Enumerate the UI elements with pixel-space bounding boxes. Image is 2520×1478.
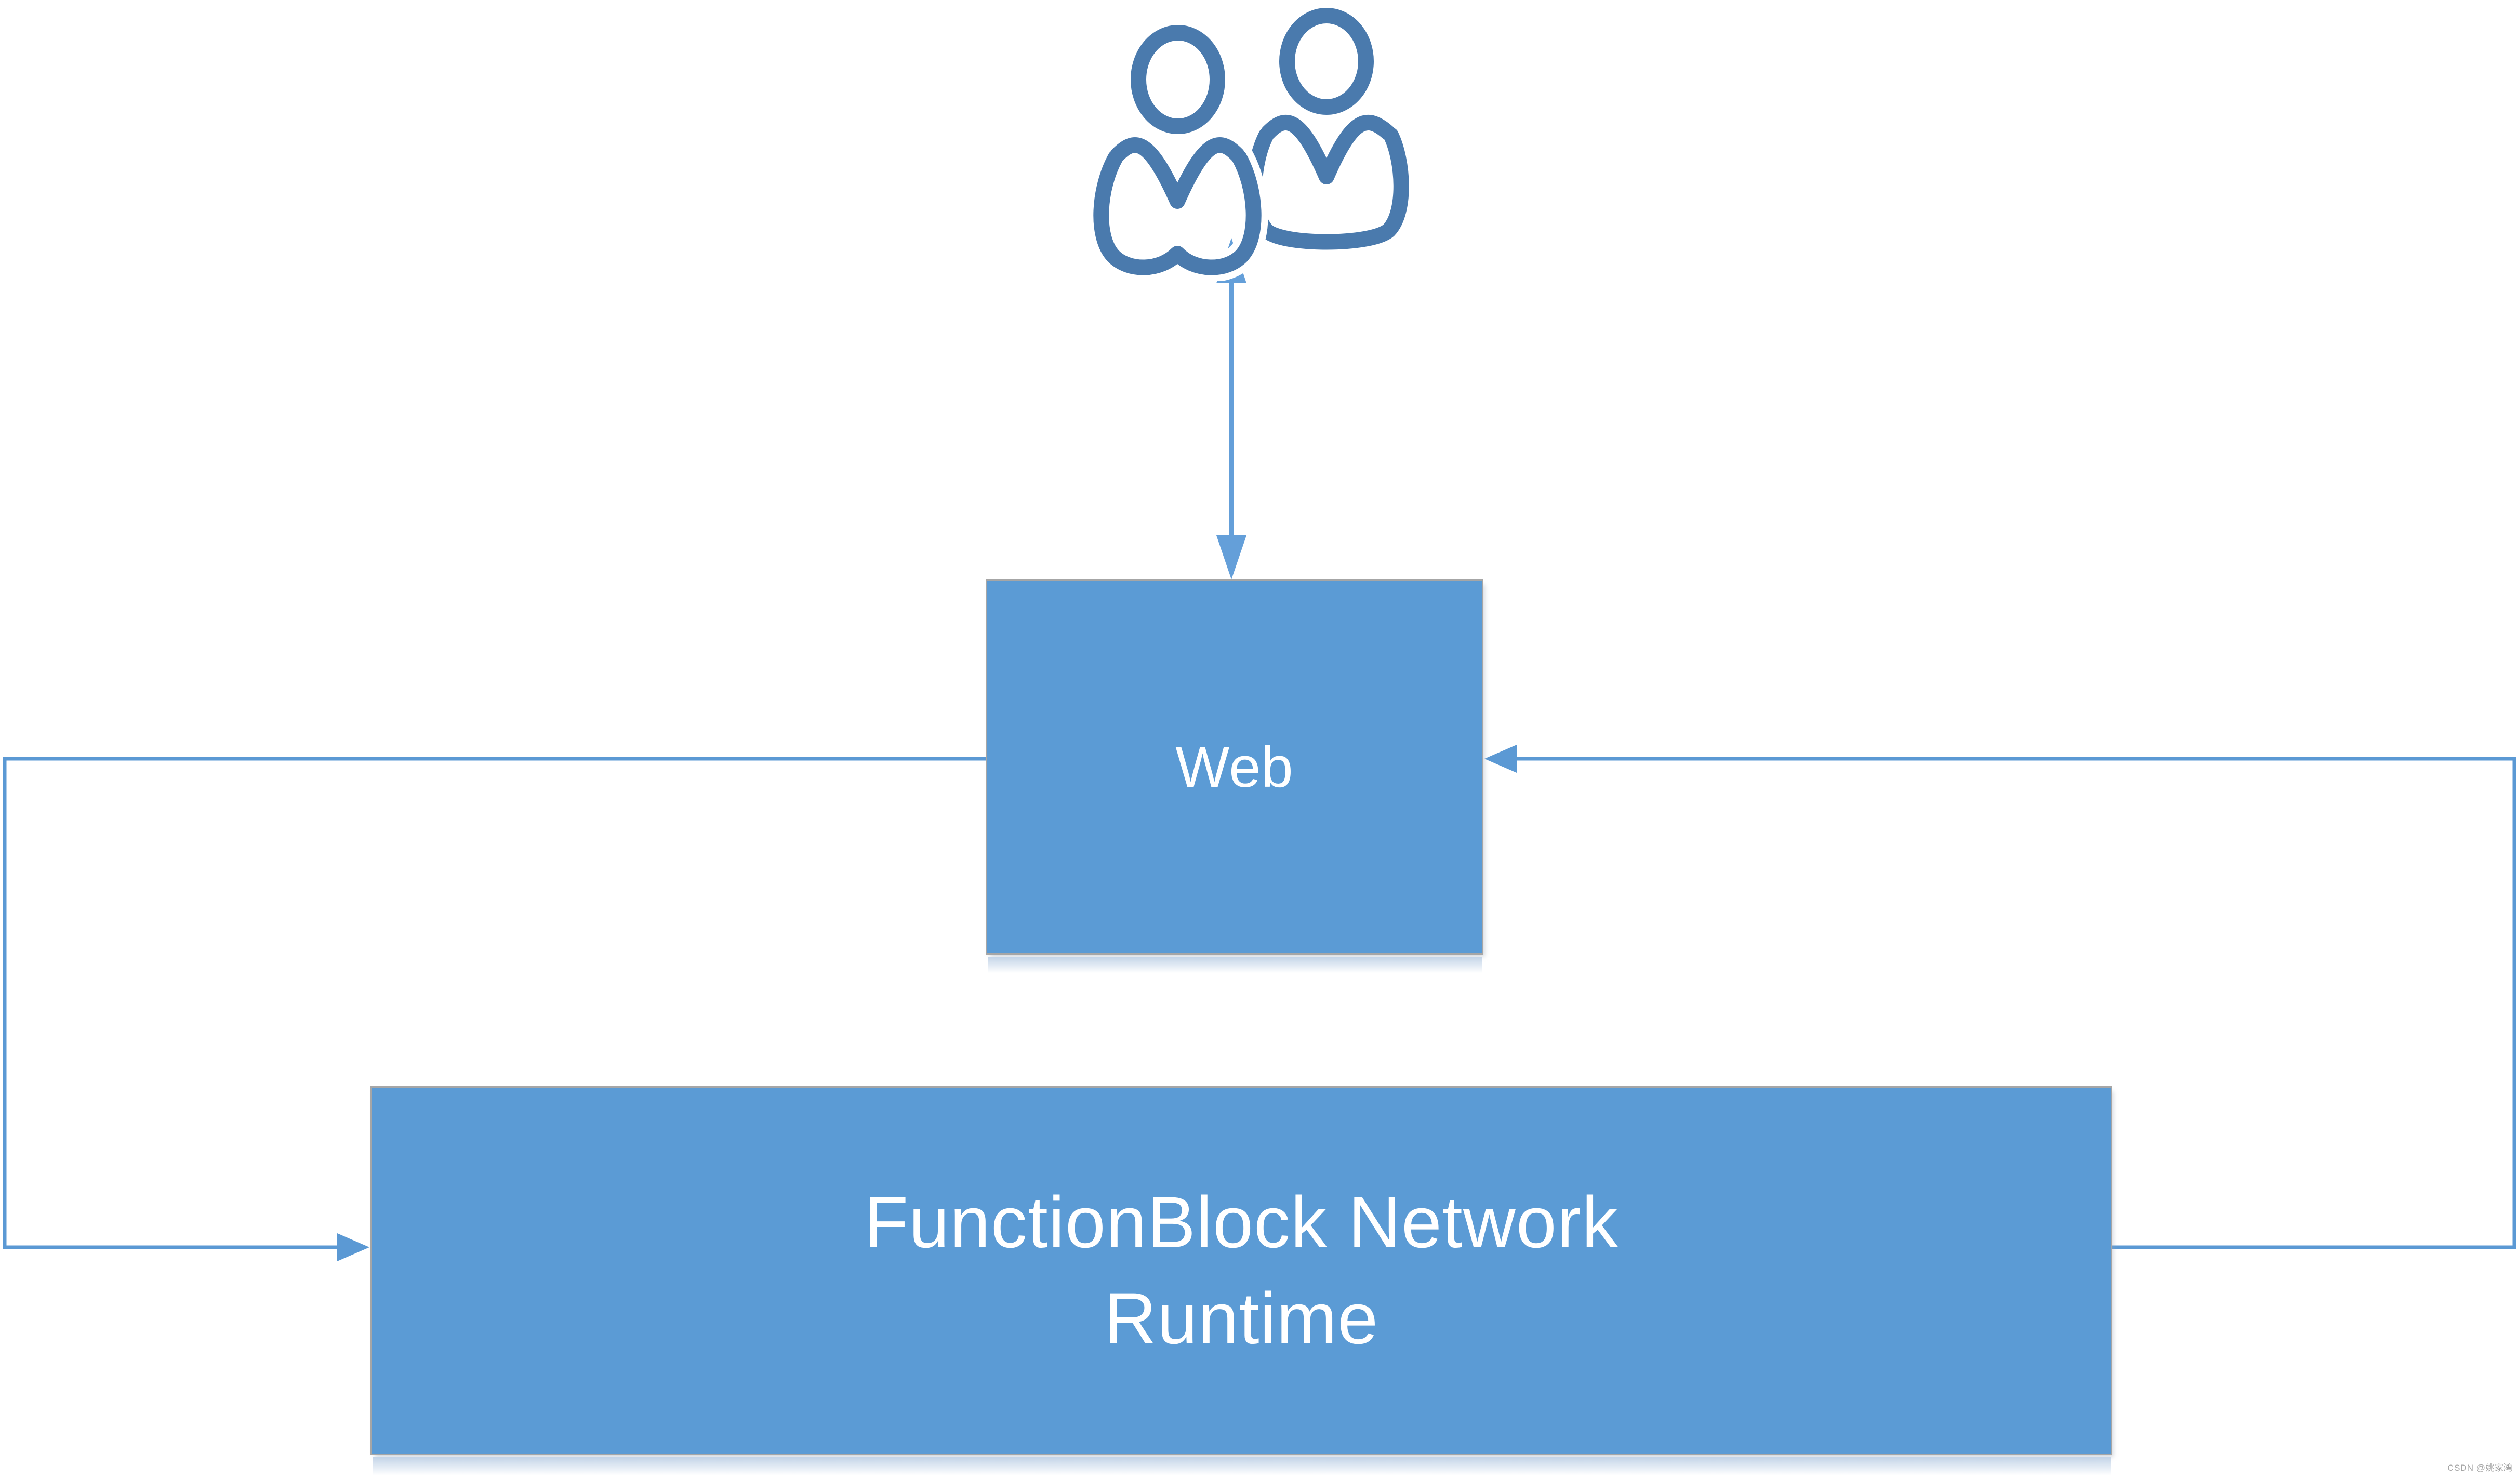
web-to-runtime-arrowhead [337, 1233, 369, 1261]
runtime-node: FunctionBlock Network Runtime [370, 1086, 2112, 1455]
runtime-node-label: FunctionBlock Network Runtime [864, 1181, 1619, 1359]
web-to-runtime-connector [3, 757, 986, 1261]
user-back-figure [1246, 8, 1409, 250]
runtime-to-web-arrowhead [1484, 745, 1517, 773]
web-to-runtime-line [3, 757, 986, 1249]
user-back-head [1279, 8, 1374, 115]
users-icon [1086, 8, 1409, 281]
runtime-to-web-connector [1484, 745, 2516, 1249]
user-back-collar [1261, 115, 1396, 184]
user-front-figure [1093, 25, 1262, 275]
users-web-connector [1216, 238, 1246, 579]
web-node: Web [986, 579, 1483, 955]
user-front-collar [1110, 137, 1245, 209]
user-front-torso [1093, 150, 1262, 275]
runtime-to-web-line [1517, 757, 2516, 1249]
user-back-torso [1246, 127, 1409, 250]
watermark-text: CSDN @姚家湾 [2447, 1463, 2513, 1473]
user-front-head [1131, 25, 1225, 134]
users-web-arrowhead-down [1216, 535, 1246, 579]
web-node-label: Web [1175, 735, 1294, 799]
